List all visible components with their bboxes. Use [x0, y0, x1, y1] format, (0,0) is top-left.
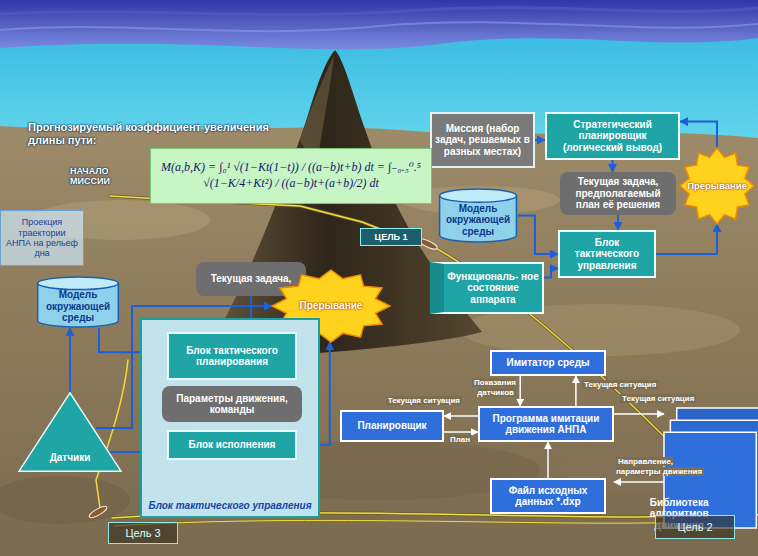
data-box: Параметры движения, команды	[162, 386, 302, 422]
connector-arrow	[614, 413, 664, 415]
node-text: Прерывание	[300, 300, 363, 312]
edge-label-box: Показания датчиков	[462, 378, 516, 397]
planner-box: Стратегический планировщик (логический в…	[545, 112, 680, 160]
control-box: Блок тактического управления	[558, 230, 656, 278]
note-box: Проекция траектории АНПА на рельеф дна	[0, 210, 84, 266]
edge-label: План	[448, 435, 472, 444]
edge-label: Текущая ситуация	[582, 380, 658, 389]
database-cylinder: Модель окружающей среды	[438, 188, 518, 243]
node-text: Прерывание	[687, 181, 747, 192]
database-cylinder: Модель окружающей среды	[36, 276, 120, 328]
edge-label-box: Текущая ситуация	[620, 394, 700, 404]
target-tag: ЦЕЛЬ 1	[360, 228, 422, 246]
note-label: НАЧАЛО МИССИИ	[70, 166, 136, 187]
connector-arrow	[547, 442, 549, 478]
edge-label: Текущая ситуация	[620, 394, 696, 403]
process-box: Блок исполнения	[167, 430, 297, 460]
node-text: Датчики	[50, 452, 91, 464]
connector-arrow	[535, 139, 545, 141]
node-text: Проекция траектории АНПА на рельеф дна	[5, 217, 79, 258]
target-tag: Цель 3	[108, 522, 178, 544]
connector-arrow	[656, 224, 717, 254]
node-text: Модель окружающей среды	[36, 289, 120, 324]
file-box: Файл исходных данных *.dxp	[490, 478, 606, 514]
node-text: Функциональ- ное состояние аппарата	[447, 271, 539, 306]
node-text: ЦЕЛЬ 1	[375, 232, 408, 242]
connector-arrow	[518, 216, 558, 255]
note-label: Прогнозируемый коэффициент увеличения дл…	[28, 121, 278, 146]
connector-arrow	[444, 415, 478, 417]
edge-label-box: Текущая ситуация	[582, 380, 662, 390]
node-text: Цель 2	[677, 521, 712, 534]
control-panel: Блок тактического управления Блок тактиче…	[140, 318, 320, 518]
node-text: Блок тактического управления	[563, 237, 651, 272]
connector-arrow	[519, 376, 521, 406]
node-text: Блок тактического управления	[148, 500, 311, 512]
node-text: Текущая задача,	[211, 273, 292, 285]
node-text: Блок тактического планирования	[172, 345, 292, 368]
edge-label: Текущая ситуация	[386, 396, 462, 405]
connector-arrow	[617, 215, 619, 230]
sensor-triangle: Датчики	[18, 392, 122, 472]
connector-arrow	[444, 431, 478, 433]
formula-box: M(a,b,K) = ∫₀¹ √(1−Kt(1−t)) / ((a−b)t+b)…	[150, 148, 432, 204]
node-text: Планировщик	[357, 420, 426, 432]
target-tag: Цель 2	[655, 515, 735, 539]
node-text: Блок исполнения	[189, 439, 276, 451]
node-text: M(a,b,K) = ∫₀¹ √(1−Kt(1−t)) / ((a−b)t+b)…	[157, 160, 425, 191]
connector-arrow	[69, 328, 71, 392]
mission-box: Миссия (набор задач, решаемых в разных м…	[430, 112, 535, 168]
interrupt-burst: Прерывание	[680, 148, 754, 224]
node-text: Цель 3	[125, 527, 160, 540]
node-text: Программа имитации движения АНПА	[483, 413, 609, 436]
connector-arrow	[612, 160, 614, 172]
task-box: Текущая задача, предполагаемый план её р…	[560, 172, 676, 215]
node-text: Стратегический планировщик (логический в…	[550, 119, 675, 154]
edge-label: Показания датчиков	[472, 378, 516, 397]
node-text: Миссия (набор задач, решаемых в разных м…	[435, 123, 530, 158]
connector-arrow	[680, 122, 717, 148]
edge-label-box: Текущая ситуация	[378, 396, 462, 406]
connector-arrow	[544, 268, 558, 277]
node-text: Параметры движения, команды	[168, 393, 296, 416]
module-box: Программа имитации движения АНПА	[478, 406, 614, 442]
state-box: Функциональ- ное состояние аппарата	[430, 262, 544, 314]
connector-arrow	[575, 376, 577, 406]
node-text: Текущая задача, предполагаемый план её р…	[566, 176, 670, 211]
node-text: Файл исходных данных *.dxp	[495, 485, 601, 508]
node-text: Модель окружающей среды	[438, 203, 518, 238]
edge-label-box: План	[448, 435, 476, 445]
module-box: Планировщик	[340, 410, 444, 442]
module-box: Имитатор среды	[490, 350, 606, 376]
edge-label: Направление, параметры движения	[616, 457, 704, 476]
connector-arrow	[614, 481, 664, 483]
process-box: Блок тактического планирования	[167, 332, 297, 380]
edge-label-box: Направление, параметры движения	[616, 457, 712, 476]
node-text: Имитатор среды	[506, 357, 589, 369]
